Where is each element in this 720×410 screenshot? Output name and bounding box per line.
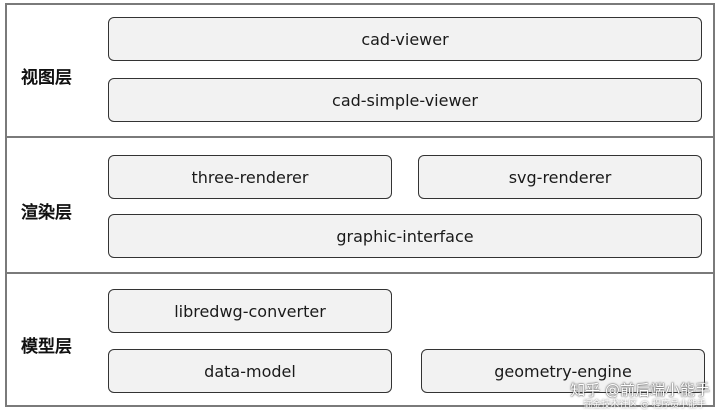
model-layer-label: 模型层 (21, 337, 72, 357)
module-svg-renderer[interactable]: svg-renderer (418, 155, 702, 199)
module-geometry-engine[interactable]: geometry-engine (421, 349, 705, 393)
module-graphic-interface[interactable]: graphic-interface (108, 214, 702, 258)
render-layer-label: 渲染层 (21, 203, 72, 223)
module-cad-viewer[interactable]: cad-viewer (108, 17, 702, 61)
watermark-text: 知乎 @前后端小能手 (570, 381, 710, 399)
module-libredwg-converter[interactable]: libredwg-converter (108, 289, 392, 333)
module-data-model[interactable]: data-model (108, 349, 392, 393)
view-layer-label: 视图层 (21, 68, 72, 88)
module-cad-simple-viewer[interactable]: cad-simple-viewer (108, 78, 702, 122)
module-three-renderer[interactable]: three-renderer (108, 155, 392, 199)
watermark-subtext: 掘金技术社区 @ 程序员小能手 (583, 400, 706, 410)
